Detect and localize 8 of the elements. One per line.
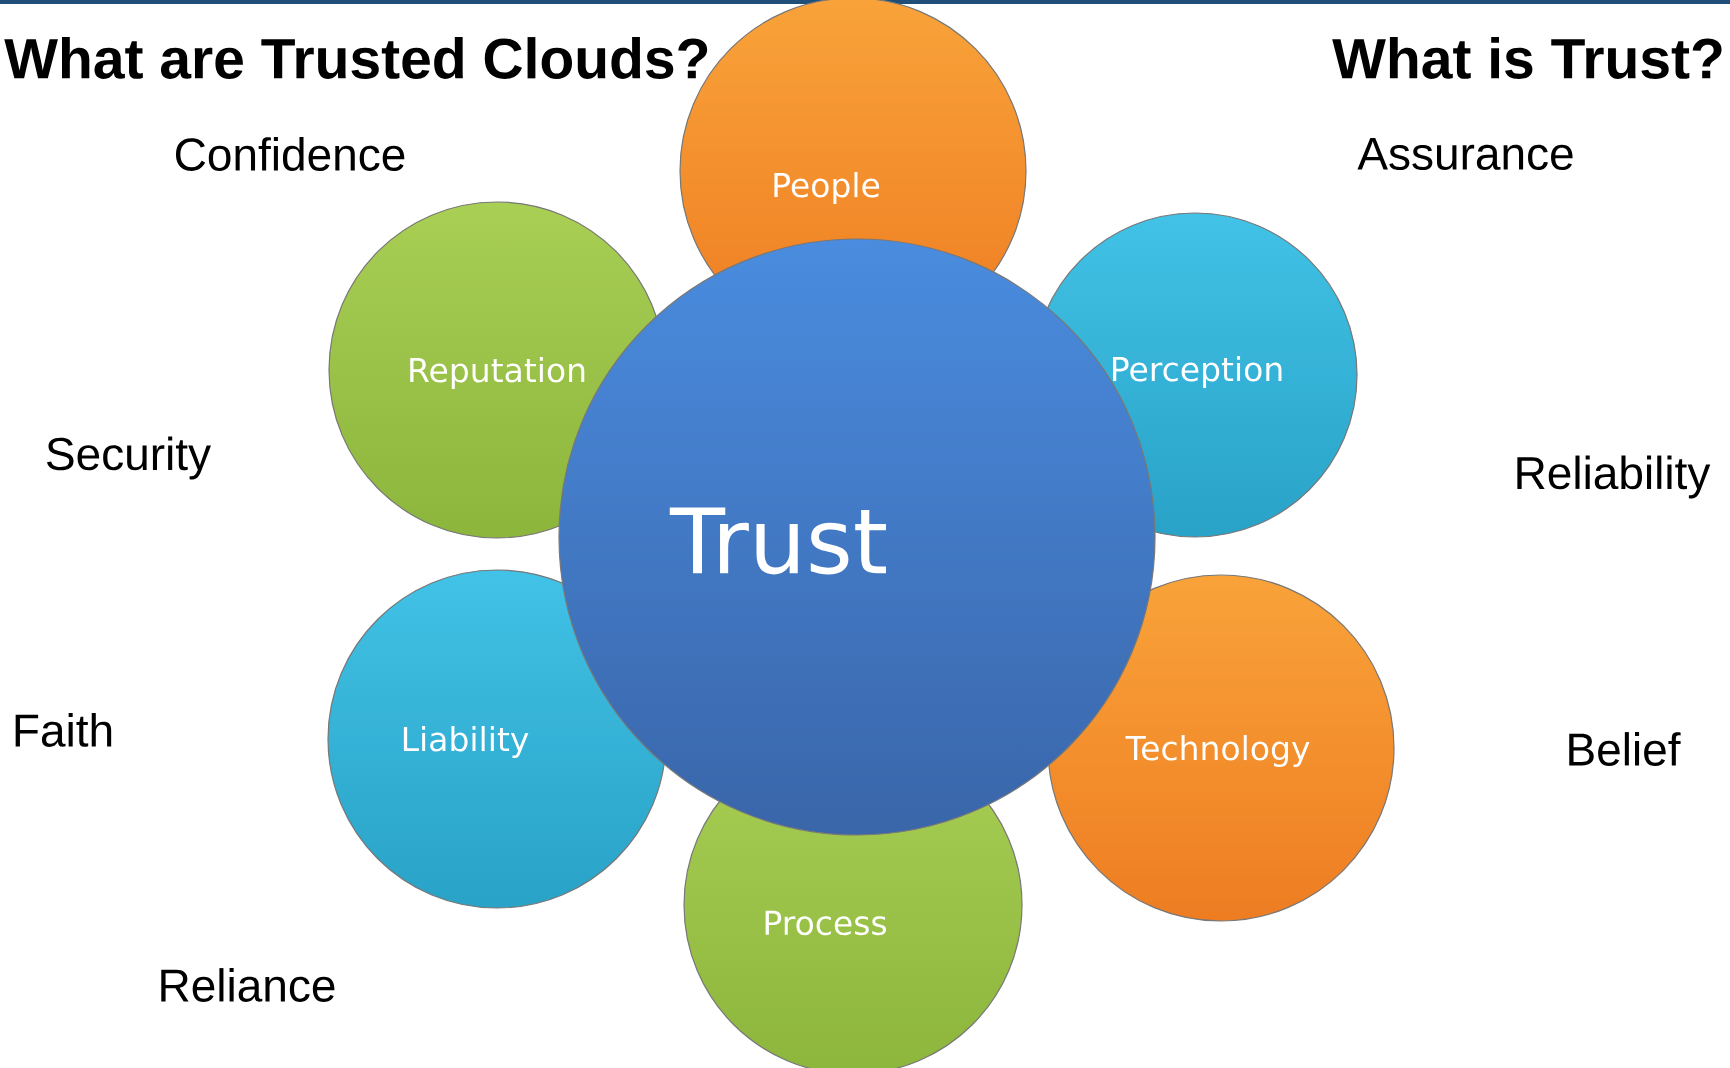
heading: What is Trust?: [1332, 37, 1722, 79]
word-label: Faith: [15, 713, 112, 747]
word-label: Confidence: [176, 137, 405, 171]
word-label: Reliability: [1517, 455, 1711, 499]
word-label: Assurance: [1357, 137, 1573, 171]
word-label: Security: [47, 436, 211, 480]
word-label: Reliance: [161, 968, 335, 1002]
word-label: Belief: [1569, 732, 1681, 766]
